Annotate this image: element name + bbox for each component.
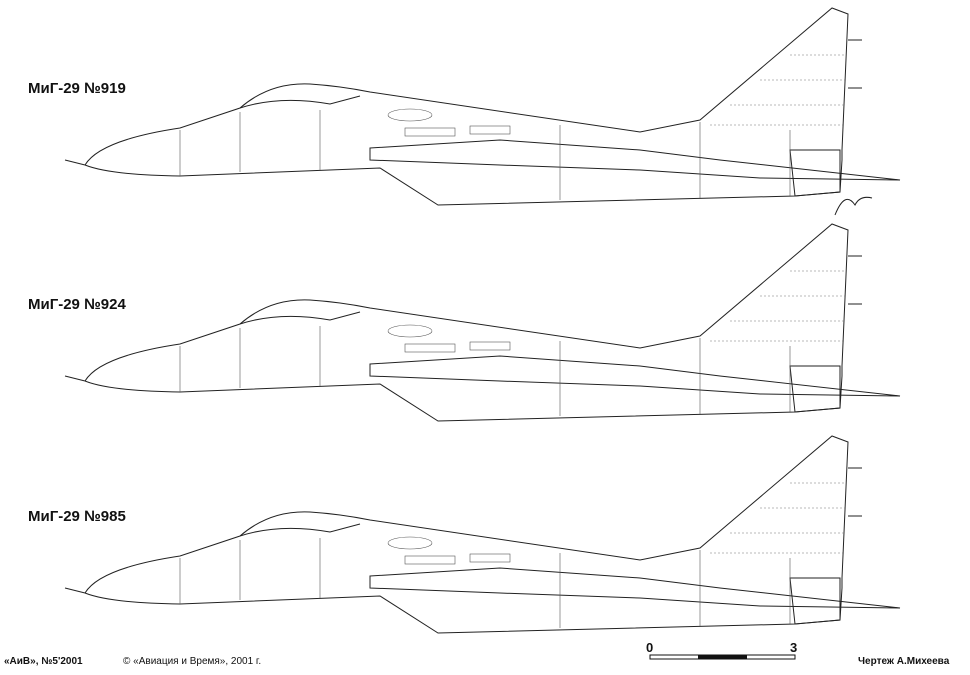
scale-end: 3 — [790, 640, 798, 655]
scale-start: 0 — [646, 640, 654, 655]
scale-bar — [649, 654, 796, 660]
author-credit: Чертеж А.Михеева — [858, 656, 950, 667]
aircraft-985-drawing — [64, 435, 901, 634]
aircraft-label-985: МиГ-29 №985 — [28, 508, 126, 525]
aircraft-924-drawing — [64, 223, 901, 422]
author-signature — [834, 196, 873, 216]
issue-label: «АиВ», №5'2001 — [4, 656, 83, 667]
copyright: © «Авиация и Время», 2001 г. — [123, 656, 262, 667]
aircraft-label-919: МиГ-29 №919 — [28, 80, 126, 97]
aircraft-label-924: МиГ-29 №924 — [28, 296, 126, 313]
aircraft-919-drawing — [64, 7, 901, 206]
